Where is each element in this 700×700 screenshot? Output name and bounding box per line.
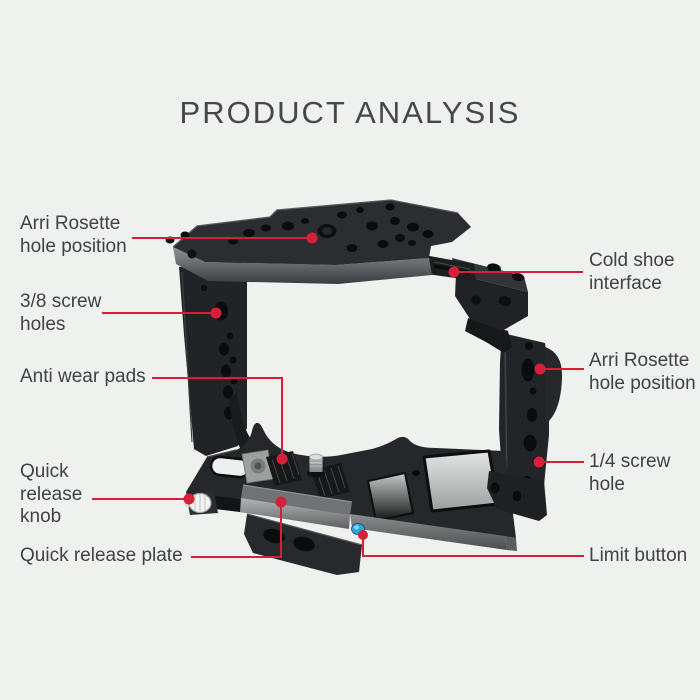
label-cold-shoe-interface: Cold shoe interface xyxy=(589,250,675,294)
label-38-screw-holes: 3/8 screw holes xyxy=(20,291,102,335)
annotation-dot-arri-left xyxy=(306,232,318,244)
annotation-dot-38-screw xyxy=(210,307,222,319)
annotation-dot-anti-wear-pads xyxy=(276,453,288,465)
top-plate-screw-holes xyxy=(165,203,434,252)
arri-rosette-mount-top xyxy=(317,224,337,238)
label-quick-release-plate: Quick release plate xyxy=(20,545,183,566)
label-quarter-screw-hole: 1/4 screw hole xyxy=(589,451,671,495)
page-title: PRODUCT ANALYSIS xyxy=(179,95,521,130)
quick-release-plate xyxy=(240,484,353,529)
annotation-dot-qr-knob xyxy=(183,493,195,505)
annotation-dot-cold-shoe xyxy=(448,266,460,278)
annotation-lines xyxy=(92,237,584,558)
camera-cage xyxy=(165,199,563,575)
arri-rosette-hole-right xyxy=(521,358,535,382)
arri-rosette-flange-right xyxy=(545,347,563,424)
annotation-dot-quarter-screw xyxy=(533,456,545,468)
label-quick-release-knob: Quick release knob xyxy=(20,461,83,527)
annotation-dot-limit-button xyxy=(358,530,368,540)
annotation-line-anti-wear-pads xyxy=(152,377,283,459)
base-grip-opening-large xyxy=(422,449,500,513)
cage-base-plate xyxy=(186,422,517,551)
label-anti-wear-pads: Anti wear pads xyxy=(20,366,146,387)
cage-left-brace xyxy=(229,392,258,451)
cold-shoe-interface xyxy=(424,255,476,281)
annotation-dot-qr-plate xyxy=(275,496,287,508)
base-bottom-rail xyxy=(244,513,363,575)
base-grip-opening-small xyxy=(367,472,414,522)
annotation-line-qr-plate xyxy=(191,502,282,558)
qr-plate-screw-mount xyxy=(241,449,274,484)
cage-right-foot xyxy=(487,471,547,521)
annotation-dot-arri-right xyxy=(534,363,546,375)
label-arri-rosette-left: Arri Rosette hole position xyxy=(20,213,127,257)
label-limit-button: Limit button xyxy=(589,545,688,566)
annotation-dots xyxy=(183,232,546,540)
quarter-mounting-screw xyxy=(307,453,325,478)
cage-right-bracket xyxy=(465,318,512,353)
annotation-line-limit-button xyxy=(362,537,584,557)
label-arri-rosette-right: Arri Rosette hole position xyxy=(589,350,696,394)
cage-top-plate xyxy=(165,199,471,284)
